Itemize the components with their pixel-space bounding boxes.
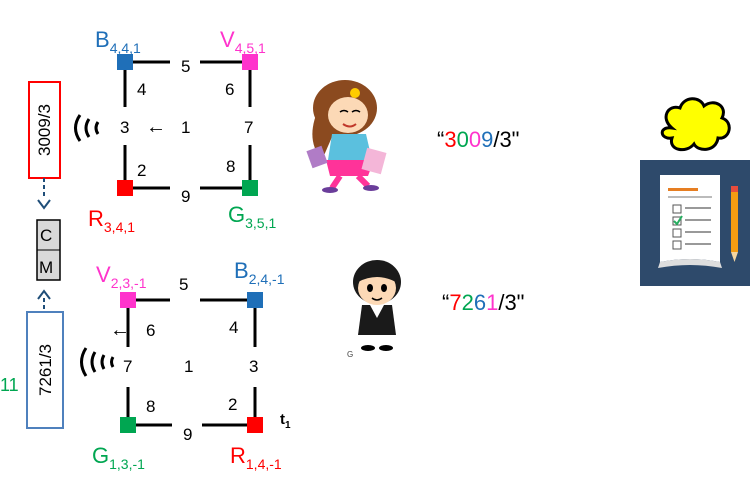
quote-segment: 9 <box>481 127 493 152</box>
quote-segment: “ <box>442 290 449 315</box>
bottom-grid: 5 ← 6 4 7 1 3 8 2 9 V2,3,-1 B2,4,-1 G1,3… <box>92 258 291 472</box>
top-edge-label: 8 <box>226 157 235 176</box>
pencil-icon <box>731 186 738 262</box>
top-node-r-label: R3,4,1 <box>88 206 135 235</box>
top-code-text: 3009/3 <box>35 104 54 156</box>
bottom-arrow: ← <box>110 319 130 341</box>
boy-mark: G <box>347 350 353 359</box>
quote-segment: /3" <box>498 290 524 315</box>
top-node-g <box>242 180 258 196</box>
top-edge-label: 9 <box>181 187 190 206</box>
bottom-edge-label: 8 <box>146 397 155 416</box>
left-fragment: 11 <box>0 375 19 395</box>
boy-figure-icon <box>353 260 401 351</box>
bottom-node-v <box>120 292 136 308</box>
bottom-edge-label: 5 <box>179 275 188 294</box>
cm-box: C M <box>37 220 60 280</box>
t1-label: t1 <box>280 411 291 431</box>
top-quote: “3009/3" <box>437 127 520 152</box>
wifi-signal-icon <box>82 348 114 376</box>
bottom-edge-label: 4 <box>229 318 238 337</box>
quote-segment: 0 <box>469 127 481 152</box>
quote-segment: 6 <box>474 290 486 315</box>
top-edge-label: 6 <box>225 80 234 99</box>
quote-segment: 2 <box>462 290 474 315</box>
top-node-v <box>242 54 258 70</box>
bottom-edge-label: 9 <box>183 425 192 444</box>
bottom-edge-label: 7 <box>123 357 132 376</box>
top-edge-label: 4 <box>137 80 146 99</box>
top-node-v-label: V4,5,1 <box>220 27 266 56</box>
quote-segment: 7 <box>449 290 461 315</box>
bottom-node-g-label: G1,3,-1 <box>92 443 145 472</box>
top-arrow: ← <box>146 116 166 138</box>
top-edge-label: 7 <box>244 118 253 137</box>
top-edge-label: 2 <box>137 161 146 180</box>
bottom-node-b <box>247 292 263 308</box>
top-node-b <box>117 54 133 70</box>
top-edge-label: 3 <box>120 118 129 137</box>
top-node-g-label: G3,5,1 <box>228 202 276 231</box>
bottom-node-r-label: R1,4,-1 <box>230 443 282 472</box>
quote-segment: /3" <box>493 127 519 152</box>
bottom-edge-label: 6 <box>146 321 155 340</box>
girl-figure-icon <box>306 80 386 193</box>
top-edge-label: 1 <box>181 118 190 137</box>
bottom-edge-label: 2 <box>228 395 237 414</box>
bottom-node-v-label: V2,3,-1 <box>96 262 147 291</box>
bottom-code-text: 7261/3 <box>36 344 55 396</box>
thought-cloud-icon <box>662 99 729 150</box>
cm-letter-m: M <box>39 258 53 277</box>
bottom-node-g <box>120 417 136 433</box>
top-node-r <box>117 180 133 196</box>
quote-segment: “ <box>437 127 444 152</box>
bottom-edge-label: 1 <box>184 357 193 376</box>
cm-letter-c: C <box>40 226 52 245</box>
bottom-quote: “7261/3" <box>442 290 525 315</box>
quote-segment: 1 <box>486 290 498 315</box>
bottom-node-r <box>247 417 263 433</box>
quote-segment: 3 <box>444 127 456 152</box>
top-grid: 5 4 6 3 ← 1 7 2 8 9 B4,4,1 V4,5,1 R3,4,1… <box>88 27 276 235</box>
bottom-node-b-label: B2,4,-1 <box>234 258 285 287</box>
top-edge-label: 5 <box>181 57 190 76</box>
top-code-box: 3009/3 <box>29 82 60 178</box>
quote-segment: 0 <box>457 127 469 152</box>
wifi-signal-icon <box>76 115 99 141</box>
bottom-edge-label: 3 <box>249 357 258 376</box>
top-node-b-label: B4,4,1 <box>95 27 141 56</box>
bottom-code-box: 7261/3 <box>27 312 63 428</box>
